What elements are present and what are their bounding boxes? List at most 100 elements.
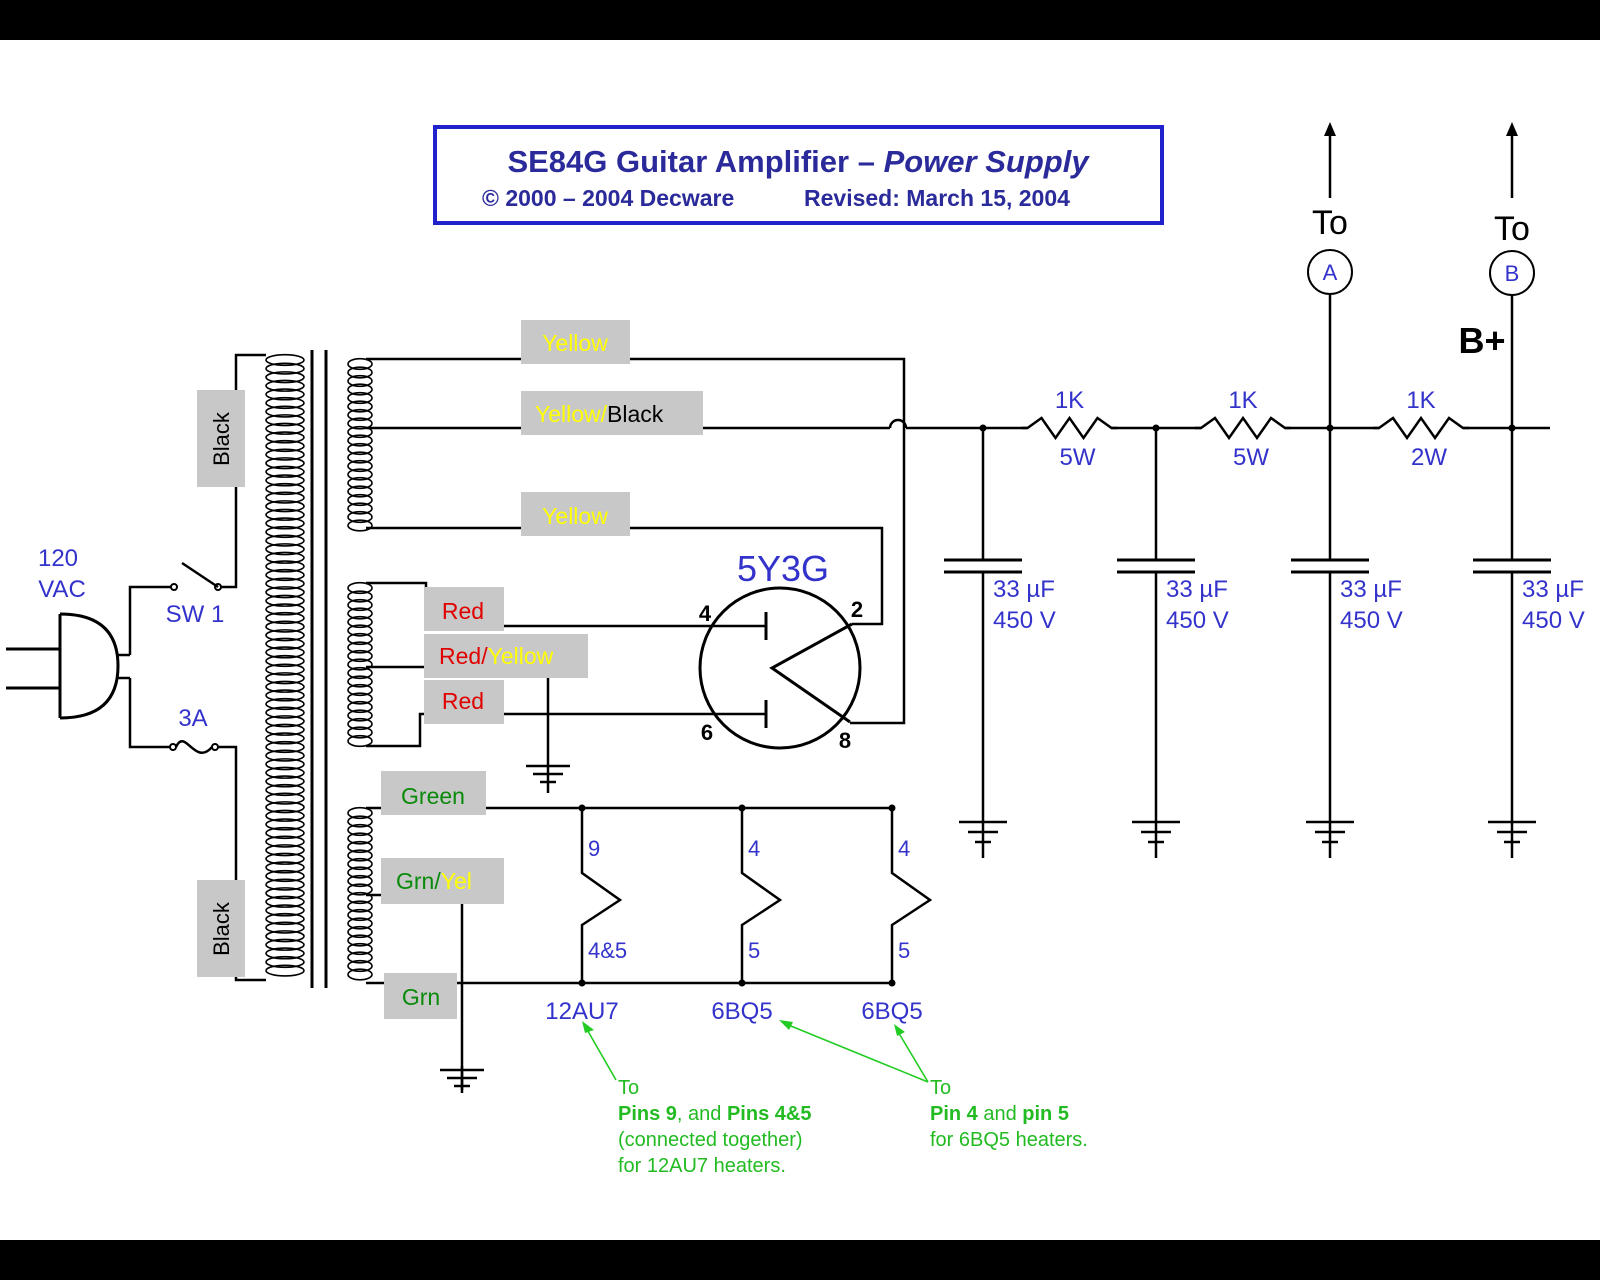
filter-resistor-icon xyxy=(1021,415,1118,441)
resistor-value-label: 1K xyxy=(1055,387,1084,414)
rectifier-pin-4: 4 xyxy=(699,601,712,626)
capacitor-value-label: 33 µF xyxy=(1340,576,1402,603)
hv-wire-2-label: Yellow/Black xyxy=(535,401,664,427)
note-left-line-2: (connected together) xyxy=(618,1129,803,1151)
mains-voltage-120: 120 xyxy=(38,545,78,572)
output-arrow-icon xyxy=(1489,122,1535,428)
capacitor-value-label: 33 µF xyxy=(993,576,1055,603)
note-right-to: To xyxy=(930,1077,951,1099)
heater-wire-2-label: Grn/Yel xyxy=(396,868,472,894)
primary-top-label: Black xyxy=(209,411,234,466)
rectifier-pin-2: 2 xyxy=(851,597,863,622)
title-box xyxy=(433,125,1164,225)
output-to-label: To xyxy=(1494,210,1530,248)
capacitor-voltage-label: 450 V xyxy=(993,607,1056,634)
rectifier-ground-icon xyxy=(526,762,570,793)
resistor-power-label: 5W xyxy=(1233,444,1269,471)
mains-voltage-vac: VAC xyxy=(38,576,86,603)
heater-wire-2-tag xyxy=(381,858,504,904)
rectifier-tube-5y3g-icon xyxy=(698,586,862,750)
hv-wire-3-label: Yellow xyxy=(542,503,608,529)
heater-pin-top-label: 4 xyxy=(748,836,760,861)
filter-resistor-icon xyxy=(1195,415,1291,441)
fuse-icon xyxy=(169,739,266,982)
heater-element-icon xyxy=(890,808,933,983)
title-copyright: © 2000 – 2004 Decware xyxy=(482,185,734,211)
resistor-power-label: 5W xyxy=(1060,444,1096,471)
rectifier-pin-8: 8 xyxy=(839,728,851,753)
filter-capacitor-icon xyxy=(944,558,1022,574)
heater-pin-top-label: 4 xyxy=(898,836,910,861)
filter-ground-icon xyxy=(1306,820,1354,858)
rectifier-winding-coil xyxy=(347,581,373,748)
heater-ground-icon xyxy=(440,1066,484,1093)
output-arrow-icon xyxy=(1307,122,1353,428)
note-arrows xyxy=(582,1020,929,1083)
rect-wire-1-tag xyxy=(424,587,504,631)
rect-wire-3-label: Red xyxy=(442,688,484,714)
capacitor-voltage-label: 450 V xyxy=(1340,607,1403,634)
filter-resistor-icon xyxy=(1373,415,1469,441)
heater-wire-3-tag xyxy=(384,973,457,1019)
filter-network: 33 µF 450 V 33 µF 450 V 33 µF 450 V 33 µF 450 V… xyxy=(944,122,1585,858)
resistor-value-label: 1K xyxy=(1406,387,1435,414)
heater-winding-coil xyxy=(347,806,373,981)
heater-element-icon xyxy=(580,808,623,983)
capacitor-voltage-label: 450 V xyxy=(1166,607,1229,634)
note-left-to: To xyxy=(618,1077,639,1099)
rect-wire-1-label: Red xyxy=(442,598,484,624)
heater-wire-1-tag xyxy=(381,771,486,815)
note-right-line-1: Pin 4 and pin 5 xyxy=(930,1103,1069,1125)
rect-wire-2-label: Red/Yellow xyxy=(439,643,554,669)
output-node-label: A xyxy=(1323,260,1338,285)
hv-wire-3-tag xyxy=(521,492,630,536)
filter-capacitor-icon xyxy=(1473,558,1551,574)
filter-ground-icon xyxy=(1132,820,1180,858)
hv-wire-1-tag xyxy=(521,320,630,364)
heater-wire-3-label: Grn xyxy=(402,984,440,1010)
resistor-value-label: 1K xyxy=(1228,387,1257,414)
bplus-label: B+ xyxy=(1458,320,1505,361)
filter-capacitor-icon xyxy=(1291,558,1369,574)
heater-tube-label: 12AU7 xyxy=(545,998,618,1025)
filter-ground-icon xyxy=(959,820,1007,858)
note-left-line-1: Pins 9, and Pins 4&5 xyxy=(618,1103,811,1125)
filter-ground-icon xyxy=(1488,820,1536,858)
mains-plug-icon xyxy=(6,612,120,720)
switch-label: SW 1 xyxy=(166,601,225,628)
rect-wire-3-tag xyxy=(424,680,504,724)
top-black-band xyxy=(0,0,1600,40)
heater-notes: To Pins 9, and Pins 4&5 (connected toget… xyxy=(582,1020,1088,1177)
hv-wire-1-label: Yellow xyxy=(542,330,608,356)
rectifier-pin-6: 6 xyxy=(701,720,713,745)
note-right-line-2: for 6BQ5 heaters. xyxy=(930,1129,1088,1151)
heater-tube-label: 6BQ5 xyxy=(711,998,772,1025)
title-main: SE84G Guitar Amplifier – Power Supply xyxy=(507,144,1090,179)
filter-capacitor-icon xyxy=(1117,558,1195,574)
output-to-label: To xyxy=(1312,204,1348,242)
hv-wire-2-tag xyxy=(521,391,703,435)
heater-tube-label: 6BQ5 xyxy=(861,998,922,1025)
output-node-label: B xyxy=(1505,261,1520,286)
primary-top-tag xyxy=(197,390,245,487)
primary-winding-coil xyxy=(265,353,305,977)
hv-winding-coil xyxy=(347,357,373,532)
note-left-line-3: for 12AU7 heaters. xyxy=(618,1155,786,1177)
rect-wire-2-tag xyxy=(424,634,588,678)
fuse-label: 3A xyxy=(178,705,207,732)
capacitor-value-label: 33 µF xyxy=(1166,576,1228,603)
resistor-power-label: 2W xyxy=(1411,444,1447,471)
heater-element-icon xyxy=(740,808,783,983)
capacitor-value-label: 33 µF xyxy=(1522,576,1584,603)
primary-bottom-tag xyxy=(197,880,245,977)
heater-pin-top-label: 9 xyxy=(588,836,600,861)
title-revised: Revised: March 15, 2004 xyxy=(804,185,1070,211)
primary-bottom-label: Black xyxy=(209,901,234,956)
capacitor-voltage-label: 450 V xyxy=(1522,607,1585,634)
heater-pin-bottom-label: 5 xyxy=(748,938,760,963)
heater-pin-bottom-label: 4&5 xyxy=(588,938,627,963)
rectifier-tube-name: 5Y3G xyxy=(737,548,829,589)
bottom-black-band xyxy=(0,1240,1600,1280)
